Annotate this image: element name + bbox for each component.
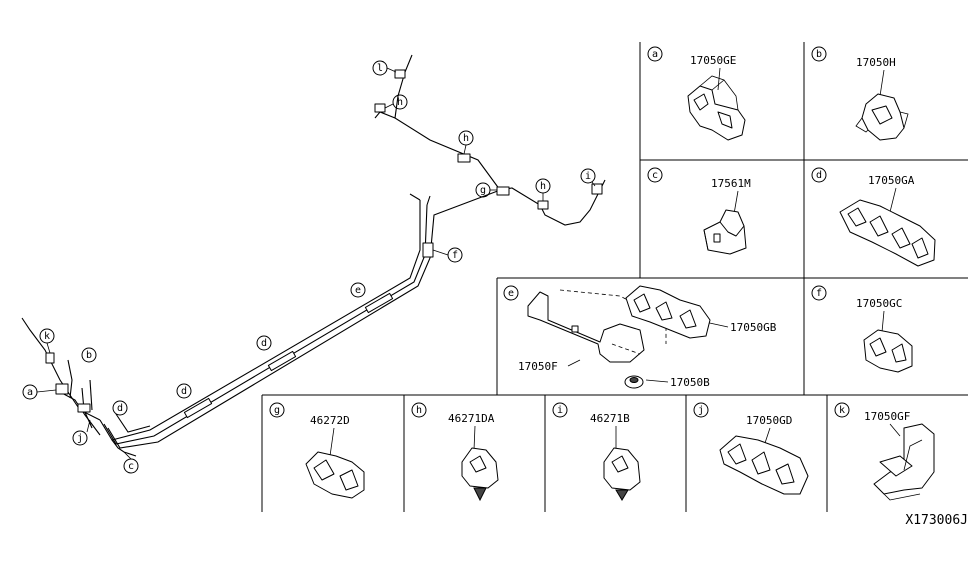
svg-text:b: b: [816, 49, 822, 60]
callout-d3: d: [117, 403, 123, 414]
callout-g: g: [480, 185, 486, 196]
callout-h3: h: [540, 181, 546, 192]
svg-text:c: c: [652, 170, 658, 181]
svg-text:k: k: [839, 405, 845, 416]
main-callouts: l h h g h i f e d d d k b a j c: [22, 60, 596, 474]
callout-e: e: [355, 285, 361, 296]
callout-i: i: [585, 171, 591, 182]
panel-d: d 17050GA: [811, 167, 936, 267]
callout-d2: d: [181, 386, 187, 397]
panel-i: i 46271B: [552, 402, 641, 501]
clip-17050GC: [863, 329, 913, 373]
clip-46271B: [603, 447, 641, 501]
diagram-code: X173006J: [905, 513, 968, 528]
part-number-i: 46271B: [590, 412, 630, 425]
svg-text:a: a: [652, 49, 658, 60]
part-number-e1: 17050GB: [730, 321, 777, 334]
callout-l: l: [377, 63, 383, 74]
part-number-g: 46272D: [310, 414, 350, 427]
panel-a: a 17050GE: [647, 46, 746, 141]
clip-17050GD: [719, 435, 809, 495]
callout-h2: h: [463, 133, 469, 144]
panel-f: f 17050GC: [811, 285, 913, 373]
panel-j: j 17050GD: [693, 402, 809, 495]
part-number-e3: 17050B: [670, 376, 710, 389]
part-number-h: 46271DA: [448, 412, 495, 425]
panel-g: g 46272D: [269, 402, 365, 499]
callout-k: k: [44, 331, 50, 342]
svg-text:j: j: [698, 405, 704, 416]
clip-46271DA: [461, 447, 499, 502]
clip-17050GA: [839, 199, 936, 267]
svg-text:e: e: [508, 288, 514, 299]
callout-a: a: [27, 387, 33, 398]
brake-pipe-assembly: [21, 54, 606, 457]
part-number-c: 17561M: [711, 177, 751, 190]
part-number-j: 17050GD: [746, 414, 792, 427]
callout-h1: h: [397, 97, 403, 108]
clip-46272D: [305, 451, 365, 499]
part-number-a: 17050GE: [690, 54, 736, 67]
clip-17050H: [855, 93, 909, 141]
panel-c: c 17561M: [647, 167, 751, 255]
svg-text:d: d: [816, 170, 822, 181]
callout-c: c: [128, 461, 134, 472]
part-number-b: 17050H: [856, 56, 896, 69]
part-number-e2: 17050F: [518, 360, 558, 373]
callout-b: b: [86, 350, 92, 361]
svg-text:f: f: [816, 288, 822, 299]
panel-h: h 46271DA: [411, 402, 499, 502]
nut-17050B: [624, 375, 644, 389]
panel-k: k 17050GF: [834, 402, 935, 501]
clip-17050GB: [625, 285, 711, 339]
panel-b: b 17050H: [811, 46, 909, 141]
svg-text:i: i: [557, 405, 563, 416]
callout-d1: d: [261, 338, 267, 349]
clip-17050GE: [687, 75, 746, 141]
callout-f: f: [452, 250, 458, 261]
panel-e: e 17050GB 17050F 17050B: [503, 285, 777, 389]
part-number-f: 17050GC: [856, 297, 902, 310]
svg-text:h: h: [416, 405, 422, 416]
part-number-k: 17050GF: [864, 410, 910, 423]
clip-17050GF: [873, 423, 935, 501]
svg-text:g: g: [274, 405, 280, 416]
callout-j: j: [77, 433, 83, 444]
clip-17561M: [703, 209, 747, 255]
part-number-d: 17050GA: [868, 174, 915, 187]
panel-grid: [261, 42, 968, 512]
